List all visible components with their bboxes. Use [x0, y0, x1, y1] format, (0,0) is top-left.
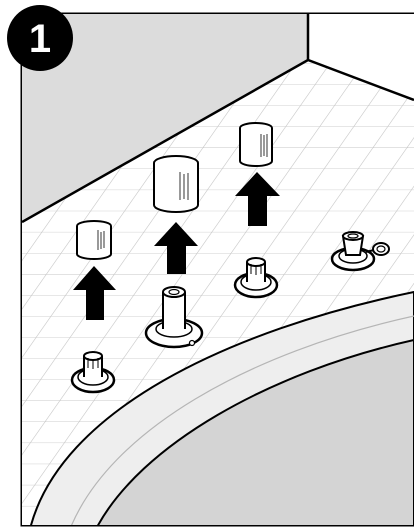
left-spout-cover: [76, 220, 112, 260]
tub-basin: [97, 338, 414, 525]
up-arrow-icon: [235, 172, 280, 226]
up-arrow-icon: [73, 266, 116, 320]
left-valve-stem: [70, 351, 116, 394]
center-spout-cover: [153, 155, 199, 213]
back-wall-right: [308, 14, 414, 100]
up-arrow-icon: [154, 222, 198, 274]
step-number: 1: [29, 17, 51, 61]
tub-rim-inner-line: [71, 315, 414, 525]
back-wall-left: [22, 14, 308, 222]
right-valve-stem: [233, 257, 279, 299]
step-badge: [7, 5, 73, 71]
center-spout-body: [144, 286, 204, 349]
right-valve-cover: [239, 122, 273, 167]
deck-back-edge: [22, 58, 414, 224]
diverter-valve: [330, 231, 390, 272]
